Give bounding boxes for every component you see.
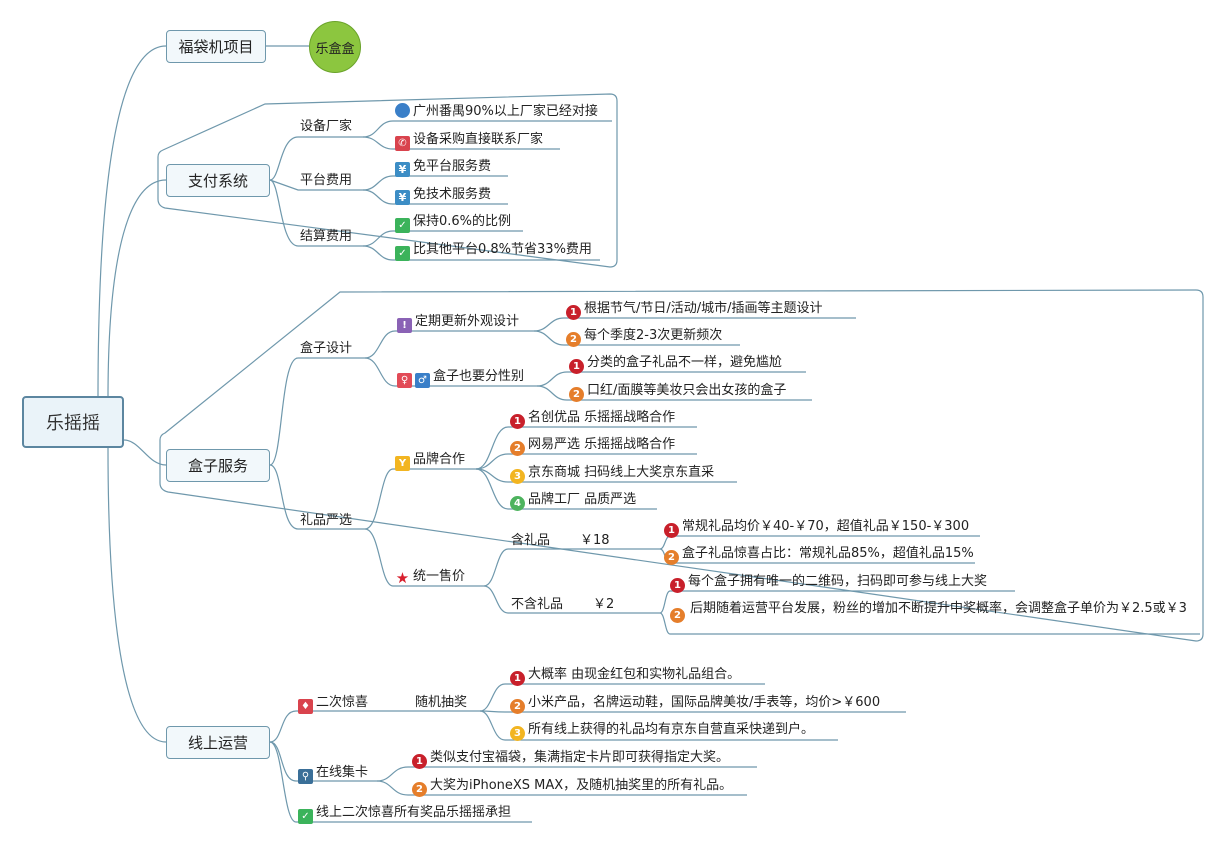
priority-4-icon: 4	[510, 496, 525, 511]
node-with-gift[interactable]: 含礼品￥18	[511, 533, 610, 548]
group-outline-payment	[157, 93, 618, 268]
priority-2-icon: 2	[670, 608, 685, 623]
leaf-without-gift-2[interactable]: 2 后期随着运营平台发展，粉丝的增加不断提升中奖概率，会调整盒子单价为￥2.5或…	[670, 600, 1190, 623]
person-female-icon: ♀	[397, 373, 412, 388]
branch-online-ops[interactable]: 线上运营	[166, 726, 270, 759]
node-without-gift[interactable]: 不含礼品￥2	[511, 597, 615, 612]
priority-1-icon: 1	[412, 754, 427, 769]
node-box-design[interactable]: 盒子设计	[300, 341, 353, 356]
node-appearance[interactable]: !定期更新外观设计	[397, 313, 519, 333]
person-male-icon: ♂	[415, 373, 430, 388]
root-label: 乐摇摇	[46, 413, 100, 434]
priority-2-icon: 2	[664, 550, 679, 565]
leaf-equipment-1[interactable]: 广州番禺90%以上厂家已经对接	[395, 103, 598, 121]
trophy-icon: Y	[395, 456, 410, 471]
check-icon: ✓	[395, 246, 410, 261]
yen-icon: ¥	[395, 162, 410, 177]
priority-1-icon: 1	[569, 359, 584, 374]
lightbulb-icon: !	[397, 318, 412, 333]
branch-payment[interactable]: 支付系统	[166, 164, 270, 197]
priority-2-icon: 2	[566, 332, 581, 347]
branch-online-ops-label: 线上运营	[187, 734, 248, 752]
branch-box-service[interactable]: 盒子服务	[166, 449, 270, 482]
node-unified-price[interactable]: ★统一售价	[395, 569, 466, 587]
bubble-lehehe[interactable]: 乐盒盒	[309, 21, 361, 73]
node-prize-borne[interactable]: ✓线上二次惊喜所有奖品乐摇摇承担	[298, 804, 511, 824]
node-gender[interactable]: ♀♂盒子也要分性别	[397, 368, 524, 388]
node-platform-fee[interactable]: 平台费用	[300, 173, 353, 188]
leaf-platform-2[interactable]: ¥免技术服务费	[395, 186, 491, 205]
priority-2-icon: 2	[412, 782, 427, 797]
node-gift-select[interactable]: 礼品严选	[300, 513, 353, 528]
priority-1-icon: 1	[664, 523, 679, 538]
price-with-gift: ￥18	[580, 533, 610, 548]
priority-2-icon: 2	[510, 441, 525, 456]
branch-payment-label: 支付系统	[187, 172, 248, 190]
bubble-label: 乐盒盒	[315, 41, 355, 57]
priority-3-icon: 3	[510, 726, 525, 741]
branch-box-service-label: 盒子服务	[187, 457, 248, 475]
priority-1-icon: 1	[510, 671, 525, 686]
group-outline-box-service	[159, 289, 1204, 642]
branch-project-label: 福袋机项目	[178, 38, 254, 56]
check-icon: ✓	[298, 809, 313, 824]
node-random-draw[interactable]: 随机抽奖	[415, 695, 468, 710]
priority-1-icon: 1	[566, 305, 581, 320]
priority-2-icon: 2	[510, 699, 525, 714]
leaf-settlement-2[interactable]: ✓比其他平台0.8%节省33%费用	[395, 241, 592, 261]
phone-icon: ✆	[395, 136, 410, 151]
priority-2-icon: 2	[569, 387, 584, 402]
priority-1-icon: 1	[670, 578, 685, 593]
node-equipment[interactable]: 设备厂家	[300, 119, 353, 134]
price-without-gift: ￥2	[593, 597, 615, 612]
root-node[interactable]: 乐摇摇	[22, 396, 124, 448]
pie-icon	[395, 103, 410, 118]
node-settlement[interactable]: 结算费用	[300, 229, 353, 244]
yen-icon: ¥	[395, 190, 410, 205]
leaf-equipment-2[interactable]: ✆设备采购直接联系厂家	[395, 131, 543, 151]
priority-3-icon: 3	[510, 469, 525, 484]
gift-card-icon: ♦	[298, 699, 313, 714]
leaf-settlement-1[interactable]: ✓保持0.6%的比例	[395, 213, 511, 233]
priority-1-icon: 1	[510, 414, 525, 429]
branch-project[interactable]: 福袋机项目	[166, 30, 266, 63]
check-icon: ✓	[395, 218, 410, 233]
star-icon: ★	[395, 569, 410, 587]
node-card-collect[interactable]: ⚲在线集卡	[298, 764, 368, 784]
node-second-surprise[interactable]: ♦二次惊喜	[298, 694, 368, 714]
leaf-platform-1[interactable]: ¥免平台服务费	[395, 158, 491, 177]
search-icon: ⚲	[298, 769, 313, 784]
